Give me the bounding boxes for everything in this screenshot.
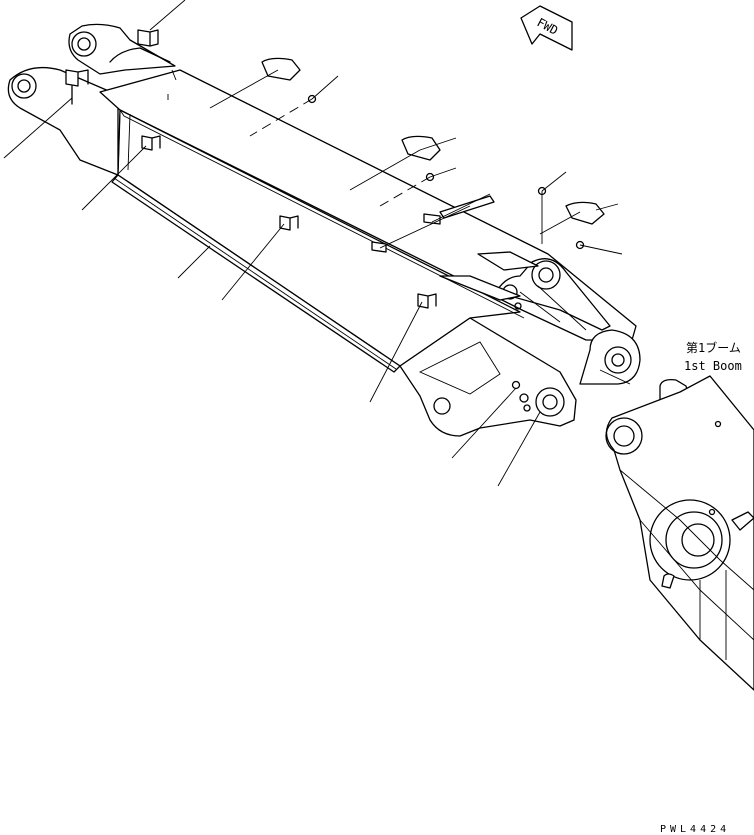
clip-left-end xyxy=(65,69,79,87)
cylinder-bracket xyxy=(495,258,611,331)
lower-bracket xyxy=(399,317,577,437)
lower-bracket-bore xyxy=(433,397,451,415)
shield-3 xyxy=(565,201,605,225)
first-boom xyxy=(605,375,754,691)
leader-lines xyxy=(3,0,631,487)
arm-assembly xyxy=(7,23,641,437)
shield-2 xyxy=(401,135,441,161)
clip-side-1 xyxy=(141,135,153,151)
fwd-arrow-icon: FWD xyxy=(520,5,573,51)
clip-top-1 xyxy=(371,241,387,253)
boom-label-en: 1st Boom xyxy=(684,359,742,373)
boom-label-jp: 第1ブーム xyxy=(686,340,741,355)
boom-callout: 第1ブーム 1st Boom xyxy=(684,340,742,373)
rear-bracket xyxy=(68,23,176,75)
clip-side-2 xyxy=(279,215,291,231)
shield-1 xyxy=(261,57,301,81)
nut-2 xyxy=(425,172,435,182)
nut-4 xyxy=(575,240,585,250)
rear-bracket-bore xyxy=(71,31,97,57)
left-end-boss xyxy=(7,66,119,176)
nut-1 xyxy=(307,94,317,104)
drawing-code: PWL4424 xyxy=(660,824,730,835)
clip-rear-top xyxy=(137,29,151,47)
